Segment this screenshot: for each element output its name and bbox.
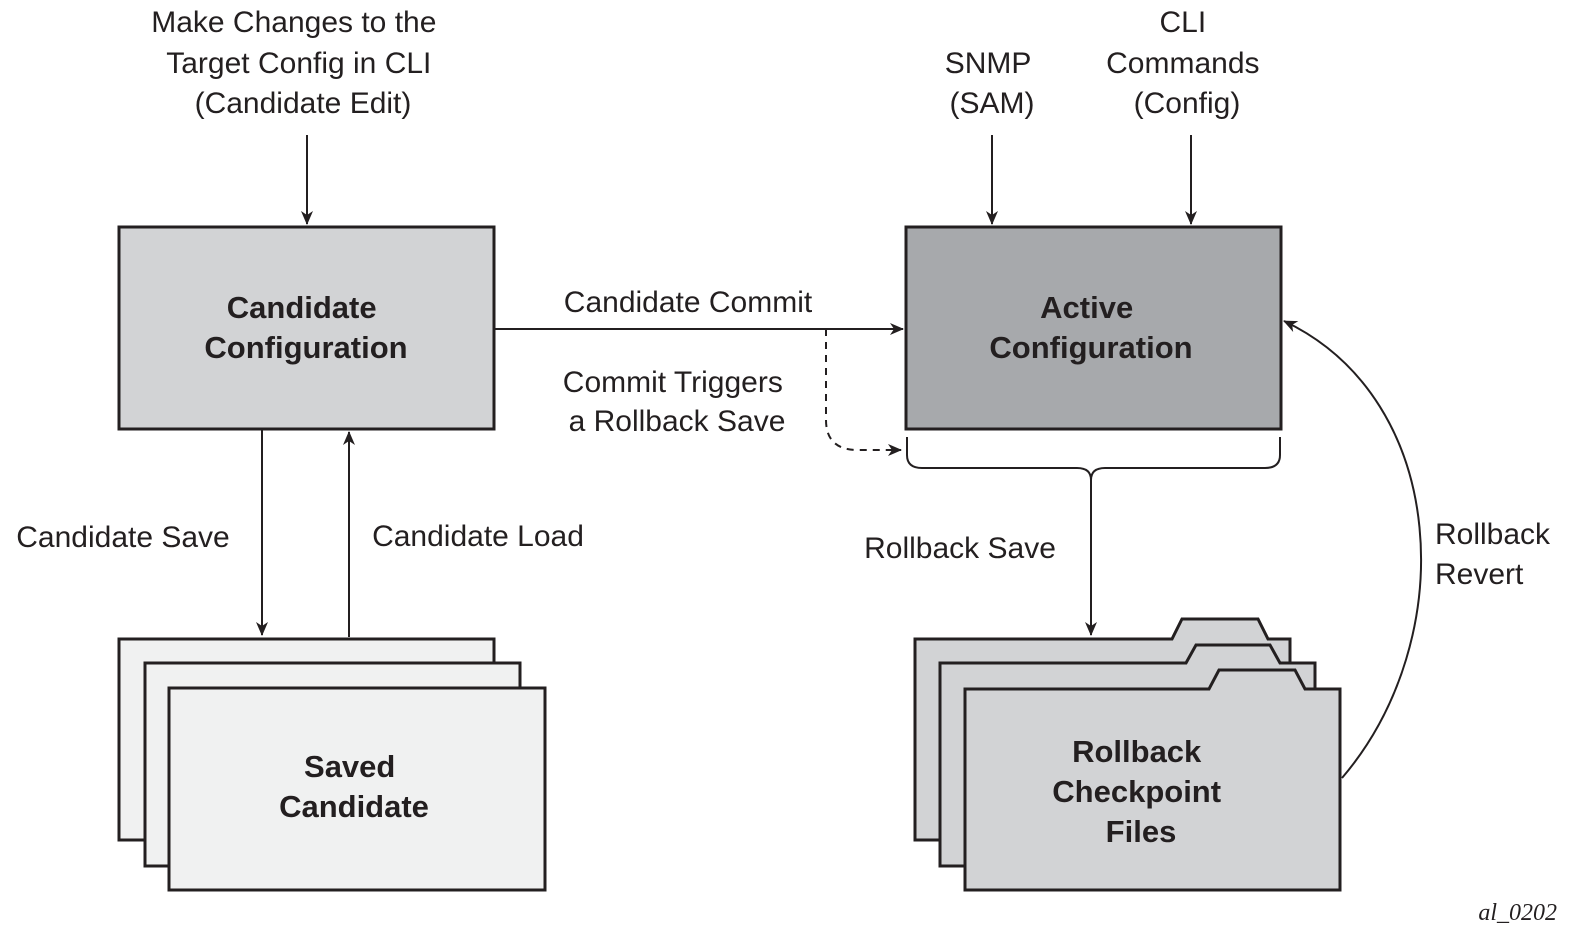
cli-line-1: CLI [1159,6,1206,39]
figure-id: al_0202 [1478,900,1557,926]
active-configuration-box [904,225,1283,431]
commit-triggers-label: Commit Triggers a Rollback Save [563,366,791,438]
rollback-revert-line-2: Revert [1435,558,1524,591]
snmp-line-2: (SAM) [950,87,1035,120]
rollback-revert-label: Rollback Revert [1435,518,1558,591]
candidate-edit-line-1: Make Changes to the [151,6,436,39]
candidate-load-label: Candidate Load [372,520,584,553]
rollback-folder-front [963,668,1342,892]
cli-commands-label: CLI Commands (Config) [1106,6,1268,120]
saved-candidate-label: Saved Candidate [279,749,429,824]
cli-line-3: (Config) [1134,87,1241,120]
rollback-files-line-2: Checkpoint [1052,774,1221,809]
snmp-line-1: SNMP [945,47,1031,80]
candidate-save-label: Candidate Save [16,521,230,554]
saved-candidate-line-1: Saved [304,749,395,784]
active-configuration-label: Active Configuration [989,290,1192,365]
candidate-edit-label: Make Changes to the Target Config in CLI… [151,6,445,120]
commit-triggers-line-1: Commit Triggers [563,366,783,399]
candidate-commit-label: Candidate Commit [564,286,813,319]
saved-candidate-stack [117,637,547,892]
active-config-line-2: Configuration [989,330,1192,365]
saved-candidate-line-2: Candidate [279,789,429,824]
candidate-edit-line-2: Target Config in CLI [166,47,431,80]
saved-candidate-page-front [167,686,547,892]
rollback-checkpoint-label: Rollback Checkpoint Files [1052,734,1229,849]
commit-trigger-dashed-arrow [825,329,902,456]
candidate-config-line-1: Candidate [227,290,377,325]
rollback-files-line-1: Rollback [1072,734,1202,769]
candidate-config-line-2: Configuration [204,330,407,365]
rollback-save-label: Rollback Save [864,532,1056,565]
candidate-configuration-box [117,225,496,431]
rollback-files-line-3: Files [1106,814,1177,849]
rollback-revert-arrow [1283,320,1423,779]
cli-line-2: Commands [1106,47,1259,80]
rollback-revert-line-1: Rollback [1435,518,1551,551]
active-config-line-1: Active [1040,290,1133,325]
commit-triggers-line-2: a Rollback Save [569,405,786,438]
active-config-brace [906,437,1281,481]
rollback-checkpoint-folders [913,617,1342,892]
snmp-label: SNMP (SAM) [945,47,1039,120]
candidate-configuration-label: Candidate Configuration [204,290,407,365]
candidate-edit-line-3: (Candidate Edit) [195,87,412,120]
